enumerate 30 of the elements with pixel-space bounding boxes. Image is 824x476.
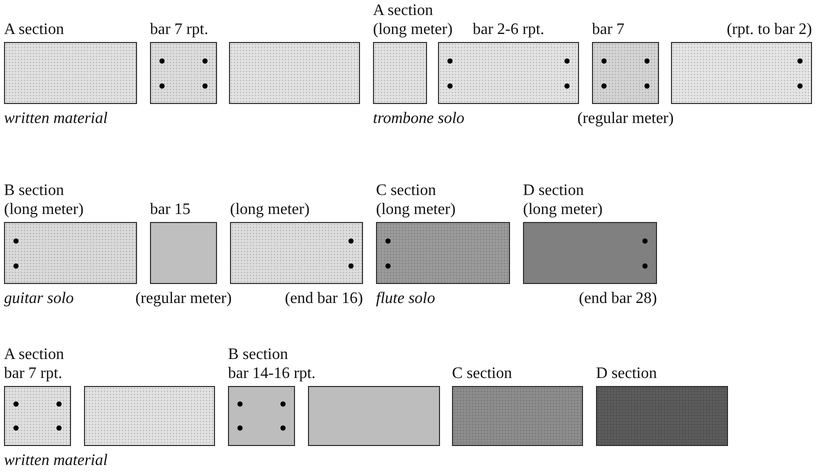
block-label: bar 7 — [592, 20, 624, 39]
block-label: (rpt. to bar 2) — [726, 20, 812, 39]
block-label: bar 7 rpt. — [4, 364, 62, 383]
block-label: B section — [228, 345, 288, 364]
block-label: (long meter) — [373, 20, 453, 39]
block-label: D section — [596, 364, 657, 383]
block-label: (long meter) — [376, 200, 456, 219]
block-caption: (regular meter) — [577, 109, 674, 128]
block-caption: (end bar 28) — [578, 289, 657, 308]
block-label: C section — [452, 364, 512, 383]
block-label: C section — [376, 181, 436, 200]
block-label: A section — [4, 345, 64, 364]
block-label: bar 7 rpt. — [150, 20, 208, 39]
block-caption: flute solo — [376, 289, 436, 308]
block-label: (long meter) — [4, 200, 84, 219]
block-label: (long meter) — [230, 200, 310, 219]
block-caption: (regular meter) — [135, 289, 232, 308]
block-label: A section — [4, 20, 64, 39]
block-label: bar 15 — [150, 200, 190, 219]
block-caption: (end bar 16) — [284, 289, 363, 308]
block-caption: trombone solo — [373, 109, 464, 128]
block-caption: written material — [4, 451, 108, 470]
block-caption: guitar solo — [4, 289, 74, 308]
block-label: bar 2-6 rpt. — [472, 20, 544, 39]
block-label: A section — [373, 1, 433, 20]
block-label: B section — [4, 181, 64, 200]
block-label: (long meter) — [523, 200, 603, 219]
block-caption: written material — [4, 109, 108, 128]
block-label: D section — [523, 181, 584, 200]
block-label: bar 14-16 rpt. — [228, 364, 316, 383]
